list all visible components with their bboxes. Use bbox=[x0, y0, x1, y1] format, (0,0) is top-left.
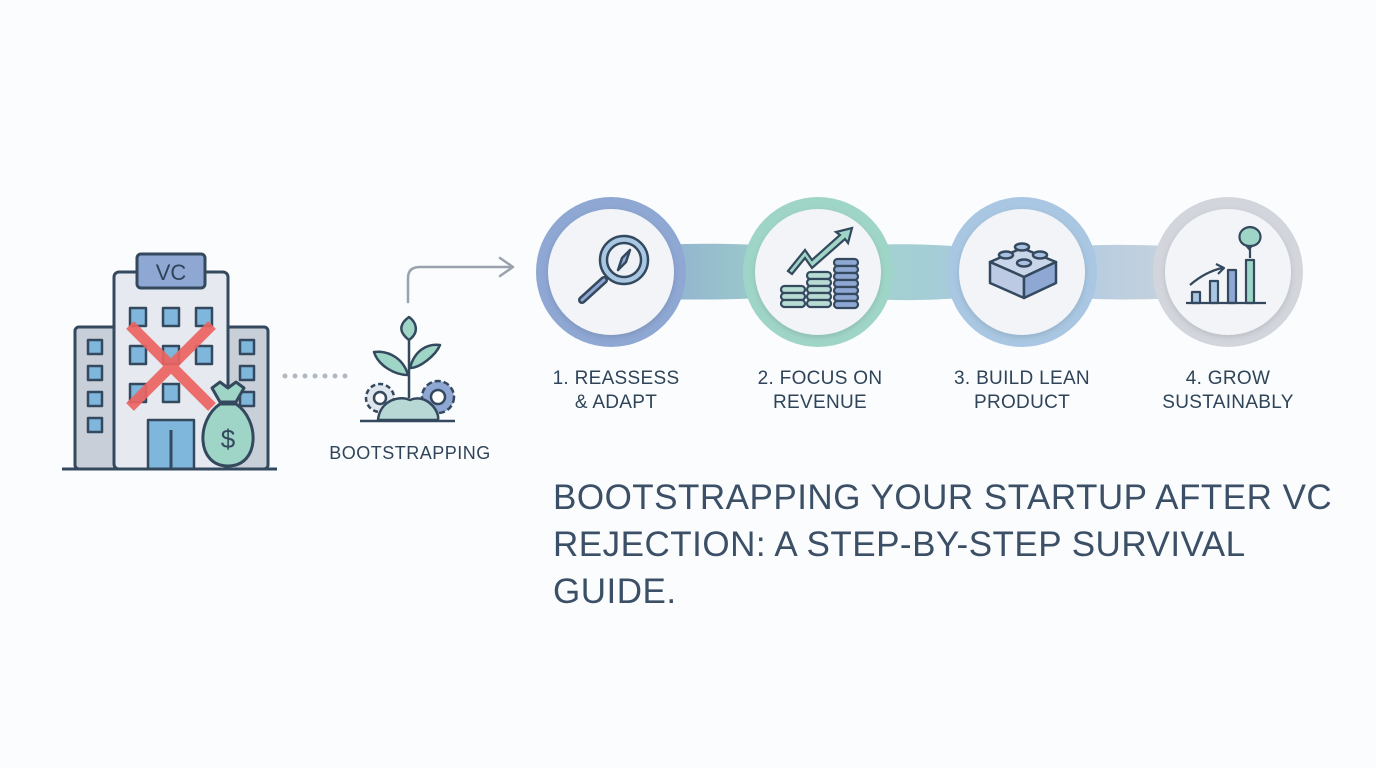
svg-text:$: $ bbox=[221, 424, 236, 454]
step-2-line1: 2. FOCUS ON bbox=[757, 368, 883, 389]
step-2-line2: REVENUE bbox=[773, 392, 867, 413]
step-2-label: 2. FOCUS ON REVENUE bbox=[720, 367, 920, 415]
vc-sign: VC bbox=[156, 260, 187, 285]
step-3-line2: PRODUCT bbox=[973, 392, 1071, 413]
coins-growth-icon bbox=[779, 226, 860, 310]
step-4-label: 4. GROW SUSTAINABLY bbox=[1128, 367, 1328, 415]
bootstrapping-label: BOOTSTRAPPING bbox=[329, 443, 491, 463]
dotted-connector bbox=[282, 373, 348, 379]
step-1-line2: & ADAPT bbox=[574, 392, 658, 413]
building-block-icon bbox=[988, 242, 1058, 300]
rejected-x-icon bbox=[126, 321, 216, 411]
bar-chart-tree-icon bbox=[1186, 225, 1266, 305]
page-title: BOOTSTRAPPING YOUR STARTUP AFTER VC REJE… bbox=[553, 478, 1333, 611]
step-3-label: 3. BUILD LEAN PRODUCT bbox=[922, 367, 1122, 415]
step-4-line1: 4. GROW bbox=[1185, 368, 1271, 389]
sprout-gears-icon bbox=[360, 315, 456, 423]
step-3-line1: 3. BUILD LEAN bbox=[954, 368, 1090, 389]
step-1-label: 1. REASSESS & ADAPT bbox=[516, 367, 716, 415]
magnifier-compass-icon bbox=[578, 234, 650, 304]
step-4-line2: SUSTAINABLY bbox=[1162, 392, 1294, 413]
step-1-line1: 1. REASSESS bbox=[552, 368, 680, 389]
flow-arrow bbox=[406, 256, 515, 304]
money-bag-icon: $ bbox=[201, 380, 255, 468]
steps-band bbox=[536, 197, 1303, 347]
